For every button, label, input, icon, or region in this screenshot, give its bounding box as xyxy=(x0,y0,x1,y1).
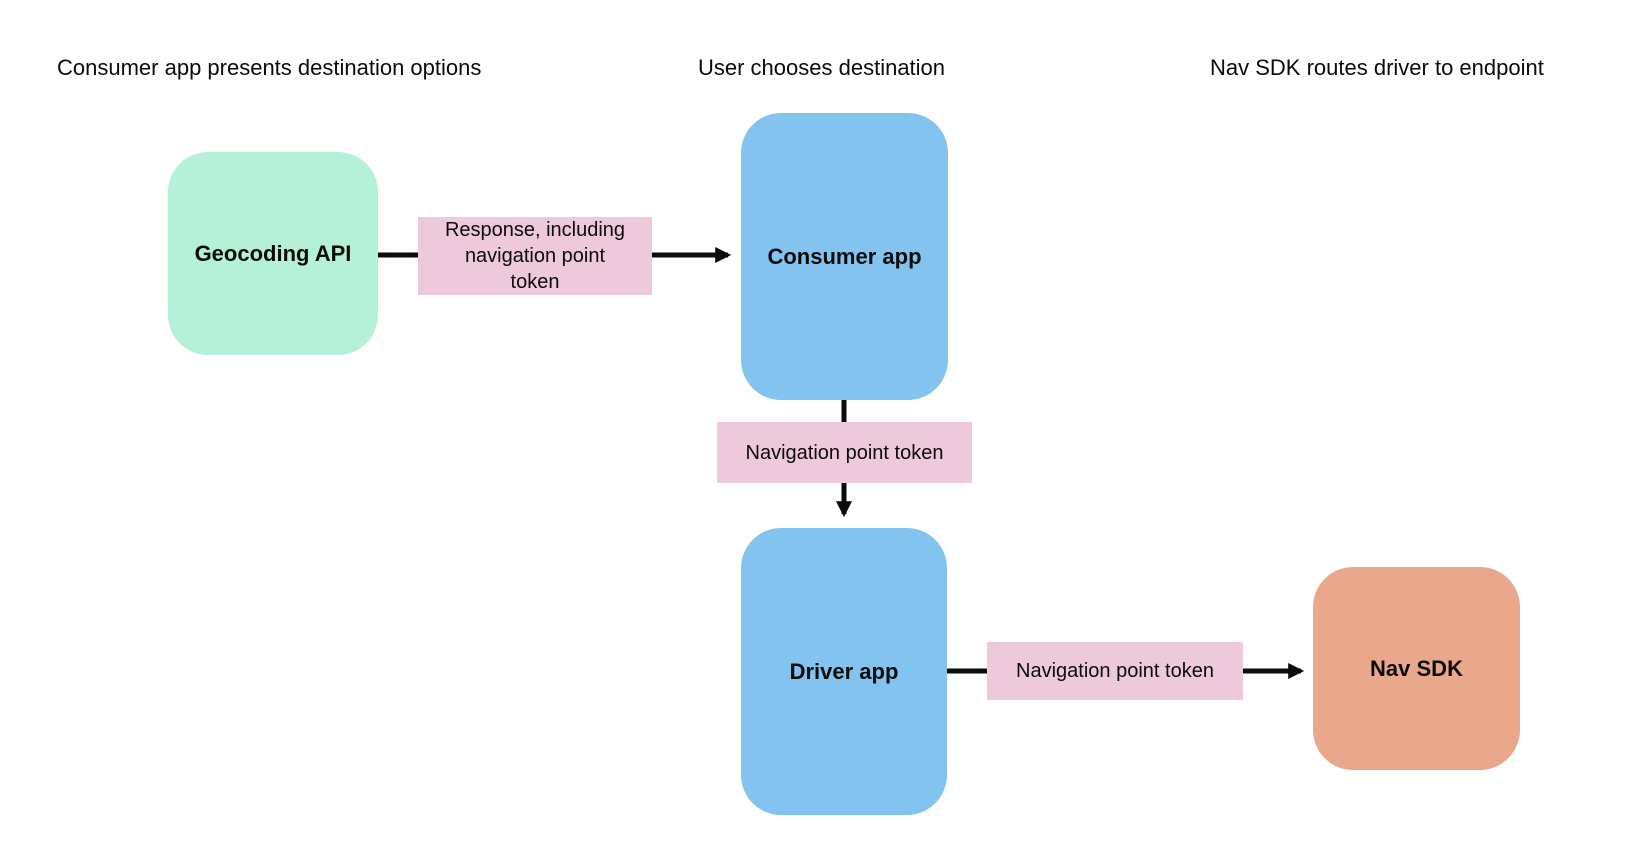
node-geocoding-api-label: Geocoding API xyxy=(194,240,352,266)
node-driver-app: Driver app xyxy=(741,528,947,815)
node-driver-app-label: Driver app xyxy=(789,658,899,684)
stage-header-user-chooses: User chooses destination xyxy=(698,55,946,80)
edge-label-navigation-point-token-1: Navigation point token xyxy=(717,422,972,483)
node-geocoding-api: Geocoding API xyxy=(168,152,378,355)
stage-header-navsdk-routes: Nav SDK routes driver to endpoint xyxy=(1210,55,1544,80)
node-nav-sdk: Nav SDK xyxy=(1313,567,1520,770)
node-consumer-app: Consumer app xyxy=(741,113,948,400)
edge-label-navigation-point-token-2: Navigation point token xyxy=(987,642,1243,700)
edge-label-response-including-token: Response, including navigation point tok… xyxy=(418,217,652,295)
node-nav-sdk-label: Nav SDK xyxy=(1370,655,1463,681)
stage-header-consumer-presents: Consumer app presents destination option… xyxy=(57,55,482,80)
node-consumer-app-label: Consumer app xyxy=(767,243,922,269)
